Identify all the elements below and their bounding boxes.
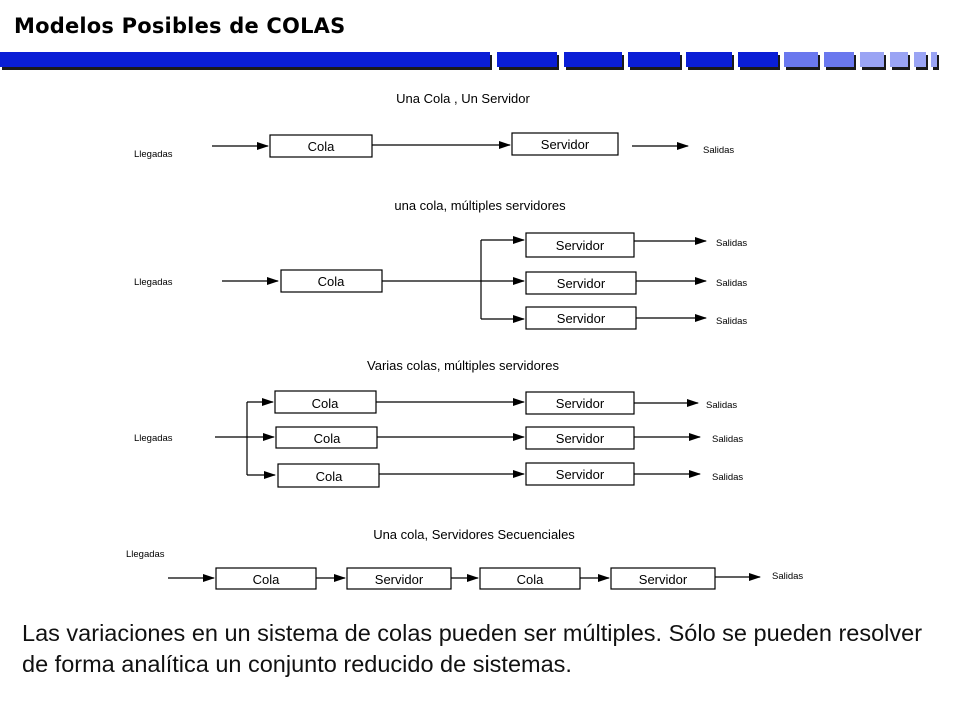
model-heading: Varias colas, múltiples servidores	[367, 358, 559, 373]
server-label: Servidor	[556, 467, 605, 482]
model-multiple-queues-multiple-servers: Varias colas, múltiples servidores Llega…	[134, 358, 743, 488]
stage-label: Servidor	[375, 572, 424, 587]
queue-label: Cola	[318, 274, 346, 289]
arrivals-label: Llegadas	[134, 433, 173, 444]
arrivals-label: Llegadas	[134, 149, 173, 160]
server-label: Servidor	[556, 396, 605, 411]
queue-models-diagram: Una Cola , Un Servidor Llegadas Cola Ser…	[126, 91, 803, 590]
model-single-queue-single-server: Una Cola , Un Servidor Llegadas Cola Ser…	[134, 91, 734, 160]
queue-label: Cola	[316, 469, 344, 484]
stage-label: Cola	[517, 572, 545, 587]
departures-label: Salidas	[706, 400, 737, 411]
model-sequential-servers: Una cola, Servidores Secuenciales Llegad…	[126, 527, 803, 590]
departures-label: Salidas	[712, 434, 743, 445]
arrivals-label: Llegadas	[126, 549, 165, 560]
arrivals-label: Llegadas	[134, 277, 173, 288]
slide-description: Las variaciones en un sistema de colas p…	[22, 620, 923, 677]
stage-label: Servidor	[639, 572, 688, 587]
server-label: Servidor	[556, 431, 605, 446]
departures-label: Salidas	[716, 278, 747, 289]
server-label: Servidor	[557, 276, 606, 291]
departures-label: Salidas	[772, 571, 803, 582]
server-box	[525, 232, 635, 258]
server-label: Servidor	[557, 311, 606, 326]
server-box	[525, 271, 637, 295]
title-underline-bar	[0, 48, 960, 74]
model-heading: Una cola, Servidores Secuenciales	[373, 527, 575, 542]
queue-box	[277, 463, 380, 488]
departures-label: Salidas	[716, 316, 747, 327]
queue-box	[269, 134, 373, 158]
stage-label: Cola	[253, 572, 281, 587]
slide-title: Modelos Posibles de COLAS	[14, 14, 346, 38]
departures-label: Salidas	[703, 145, 734, 156]
server-box	[610, 567, 716, 590]
departures-label: Salidas	[712, 472, 743, 483]
queue-label: Cola	[312, 396, 340, 411]
server-label: Servidor	[556, 238, 605, 253]
departures-label: Salidas	[716, 238, 747, 249]
model-heading: Una Cola , Un Servidor	[396, 91, 530, 106]
model-single-queue-multiple-servers: una cola, múltiples servidores Llegadas …	[134, 198, 747, 330]
server-label: Servidor	[541, 137, 590, 152]
server-box	[511, 132, 619, 156]
model-heading: una cola, múltiples servidores	[394, 198, 566, 213]
queue-label: Cola	[308, 139, 336, 154]
server-box	[525, 426, 635, 450]
queue-label: Cola	[314, 431, 342, 446]
